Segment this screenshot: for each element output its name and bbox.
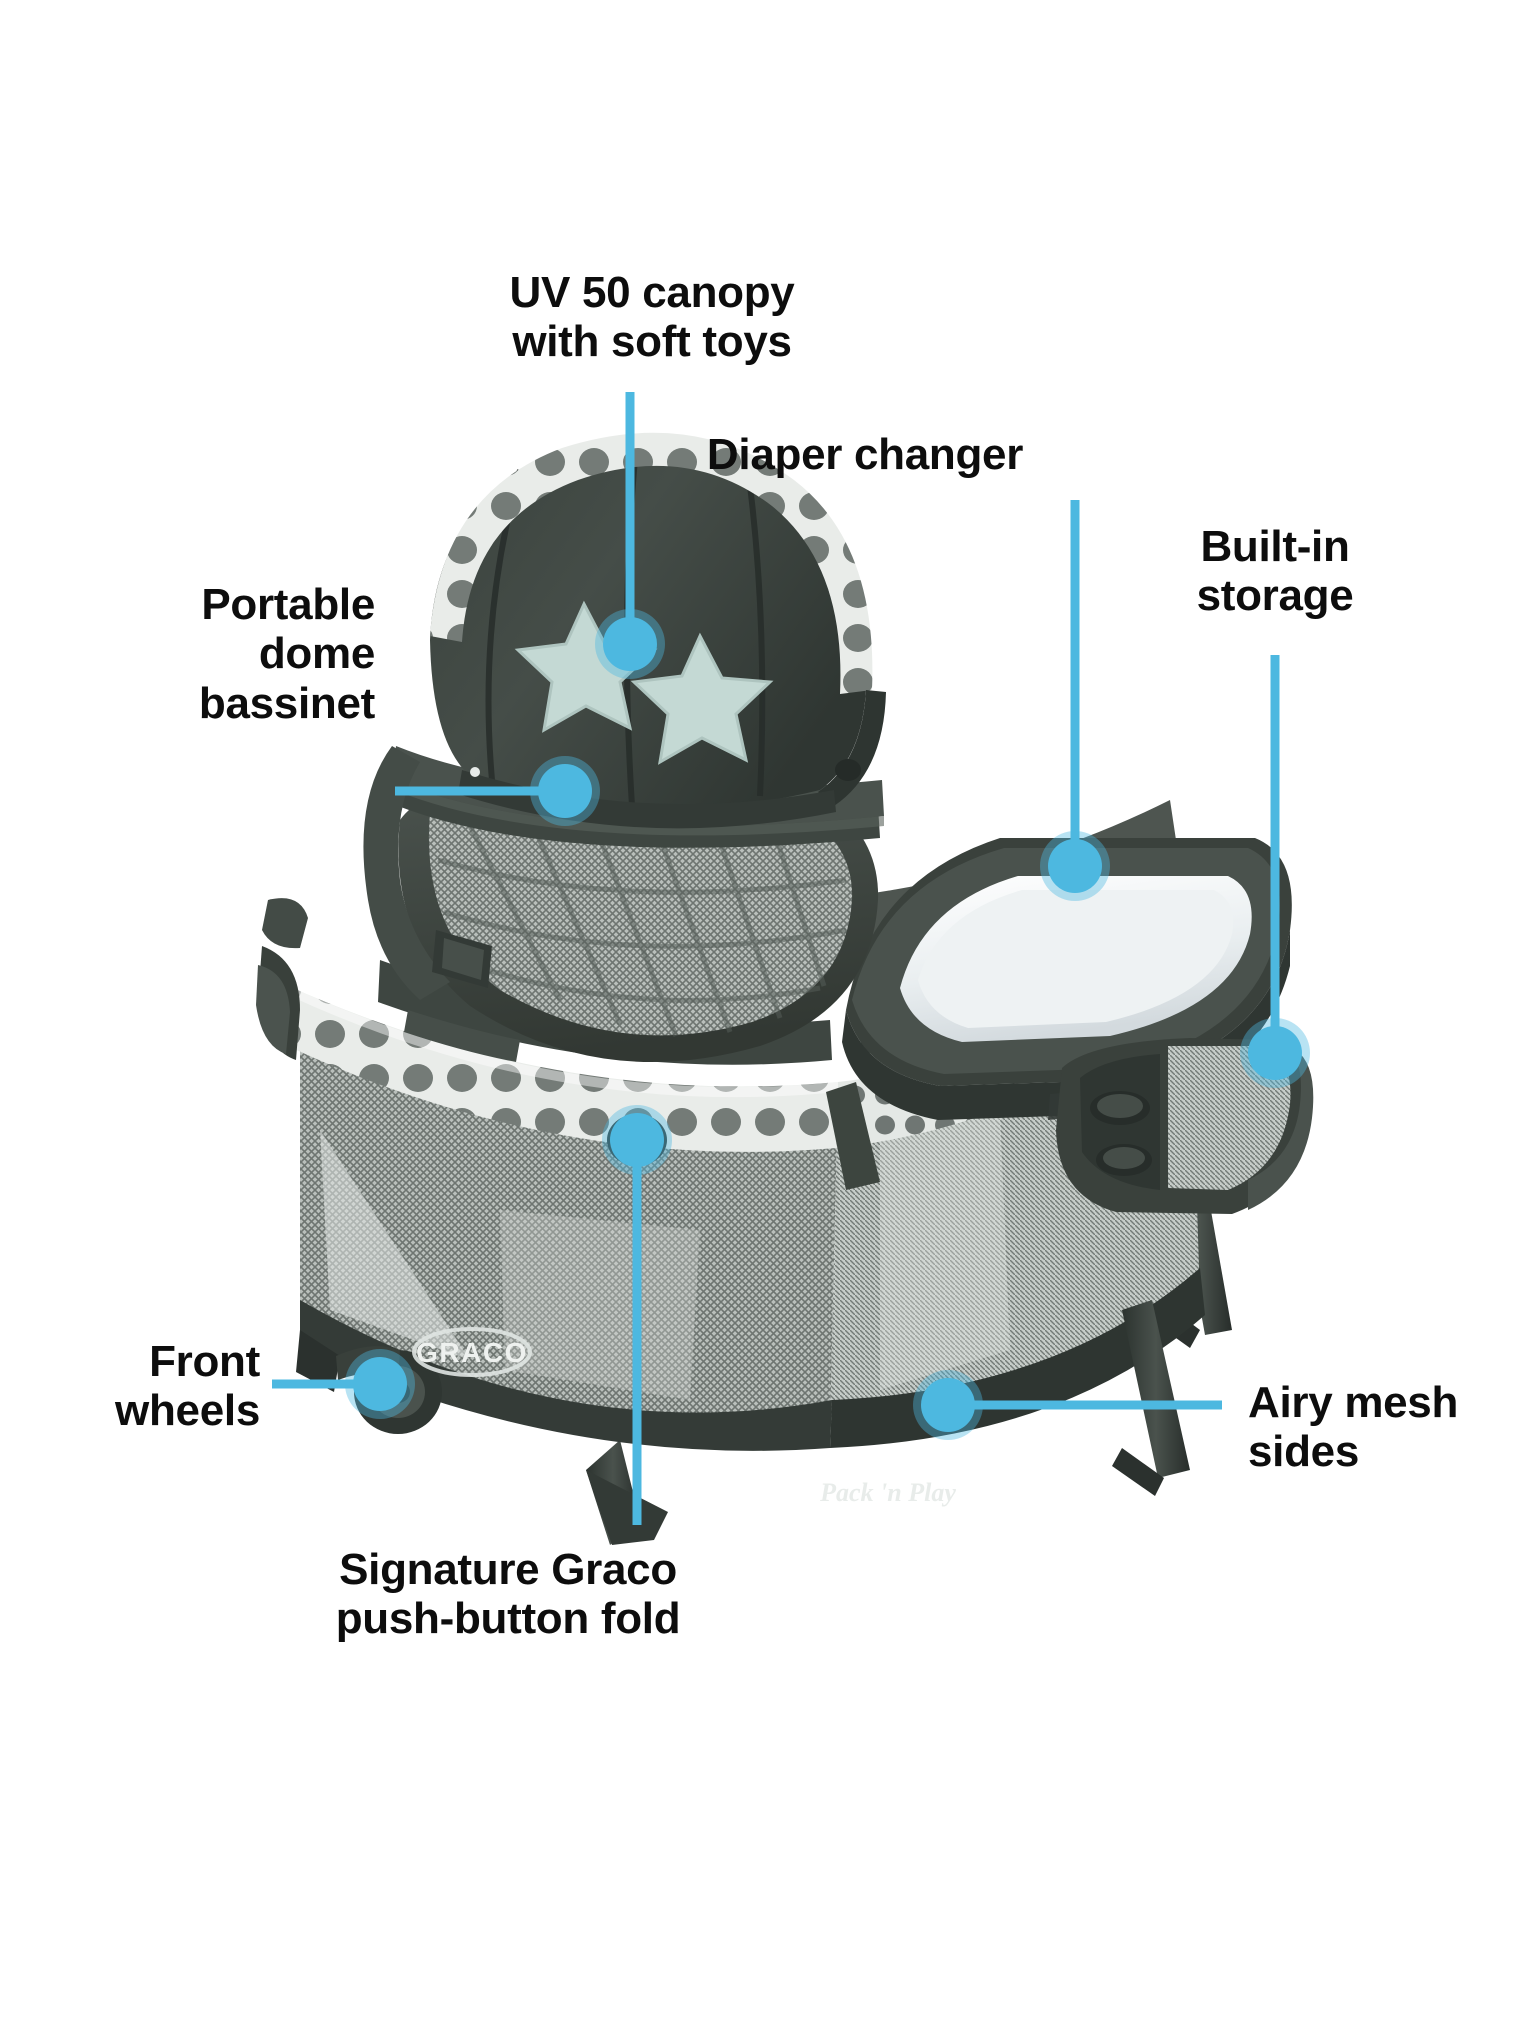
callout-label-push-button-fold: Signature Graco push-button fold [335,1545,681,1644]
callout-label-front-wheels: Front wheels [115,1337,260,1436]
callout-label-portable-dome-bassinet: Portable dome bassinet [198,580,375,728]
svg-text:GRACO: GRACO [416,1337,528,1368]
built-in-storage [1056,1038,1314,1214]
callout-label-diaper-changer: Diaper changer [706,430,1024,479]
leader-dot-uv-canopy[interactable] [603,617,657,671]
leader-dot-push-button-fold[interactable] [610,1113,664,1167]
leader-dot-diaper-changer[interactable] [1048,839,1102,893]
portable-dome-bassinet [363,746,884,1063]
diaper-changer [826,838,1292,1190]
callout-label-airy-mesh-sides: Airy mesh sides [1248,1378,1459,1477]
leader-dot-portable-dome-bassinet[interactable] [538,764,592,818]
leader-dot-front-wheels[interactable] [353,1357,407,1411]
leader-dot-airy-mesh-sides[interactable] [921,1378,975,1432]
leader-dot-built-in-storage[interactable] [1248,1026,1302,1080]
product-branding: GRACO Pack 'n Play [412,1327,956,1507]
callout-label-uv-canopy: UV 50 canopy with soft toys [509,268,795,367]
callout-label-built-in-storage: Built-in storage [1196,522,1354,621]
svg-text:Pack 'n Play: Pack 'n Play [819,1478,956,1507]
rear-right-foot [1112,1300,1190,1496]
